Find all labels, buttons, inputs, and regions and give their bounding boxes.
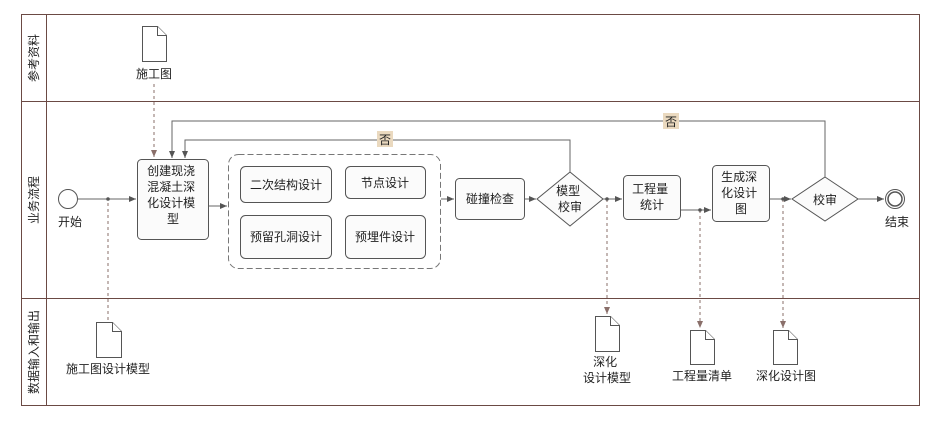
- clash-check-label: 碰撞检查: [466, 191, 514, 206]
- construction-design-model-label: 施工图设计模型: [66, 362, 150, 376]
- quantity-stats-label: 工程量 统计: [632, 181, 672, 212]
- reserved-holes-task: [240, 215, 332, 259]
- start-event: [58, 189, 78, 209]
- reject-label-bg-2: [663, 113, 679, 129]
- assoc-junction-1: [106, 197, 110, 201]
- lane-title-business-process: 业务流程: [26, 176, 41, 224]
- deepened-model-label: 深化 设计模型: [583, 355, 631, 385]
- assoc-junction-3: [698, 208, 702, 212]
- model-review-gateway: [536, 171, 604, 227]
- secondary-structure-label: 二次结构设计: [250, 177, 322, 192]
- flow-final-review-reject: [169, 120, 826, 177]
- design-subtasks-group: [228, 154, 441, 269]
- document-quantity-list: [690, 330, 715, 365]
- reject-label-bg-1: [377, 131, 393, 147]
- data-associations: [106, 84, 786, 328]
- start-label: 开始: [58, 215, 82, 229]
- document-deepened-model: [595, 316, 620, 352]
- reject-label-1: 否: [379, 133, 391, 147]
- document-deepened-drawing: [773, 330, 798, 365]
- embedded-parts-label: 预埋件设计: [355, 230, 415, 244]
- deepened-drawing-label: 深化设计图: [756, 369, 816, 383]
- secondary-structure-task: [240, 166, 332, 203]
- end-event: [885, 189, 905, 209]
- quantity-list-label: 工程量清单: [672, 368, 732, 383]
- clash-check-task: [455, 178, 525, 220]
- swimlane-frame: [21, 14, 920, 406]
- quantity-stats-task: [623, 175, 681, 220]
- assoc-junction-4: [781, 197, 785, 201]
- document-construction-drawing: [142, 26, 167, 62]
- generate-drawing-label: 生成深 化设计 图: [721, 170, 761, 216]
- node-design-label: 节点设计: [361, 176, 409, 190]
- end-label: 结束: [885, 215, 909, 229]
- construction-drawing-label: 施工图: [136, 67, 172, 81]
- document-construction-design-model: [96, 322, 122, 358]
- final-review-gateway: [791, 176, 859, 222]
- node-design-task: [345, 166, 426, 199]
- lane-title-reference: 参考资料: [26, 34, 41, 82]
- embedded-parts-task: [345, 215, 426, 259]
- create-model-task: [137, 159, 209, 240]
- create-model-label: 创建现浇 混凝土深 化设计模 型: [147, 164, 199, 226]
- reserved-holes-label: 预留孔洞设计: [250, 230, 322, 244]
- reject-label-2: 否: [665, 115, 677, 129]
- generate-drawing-task: [712, 165, 770, 222]
- model-review-label: 模型 校审: [556, 184, 584, 214]
- assoc-junction-2: [605, 197, 609, 201]
- final-review-label: 校审: [813, 192, 837, 207]
- lane-title-data-io: 数据输入和输出: [26, 310, 41, 394]
